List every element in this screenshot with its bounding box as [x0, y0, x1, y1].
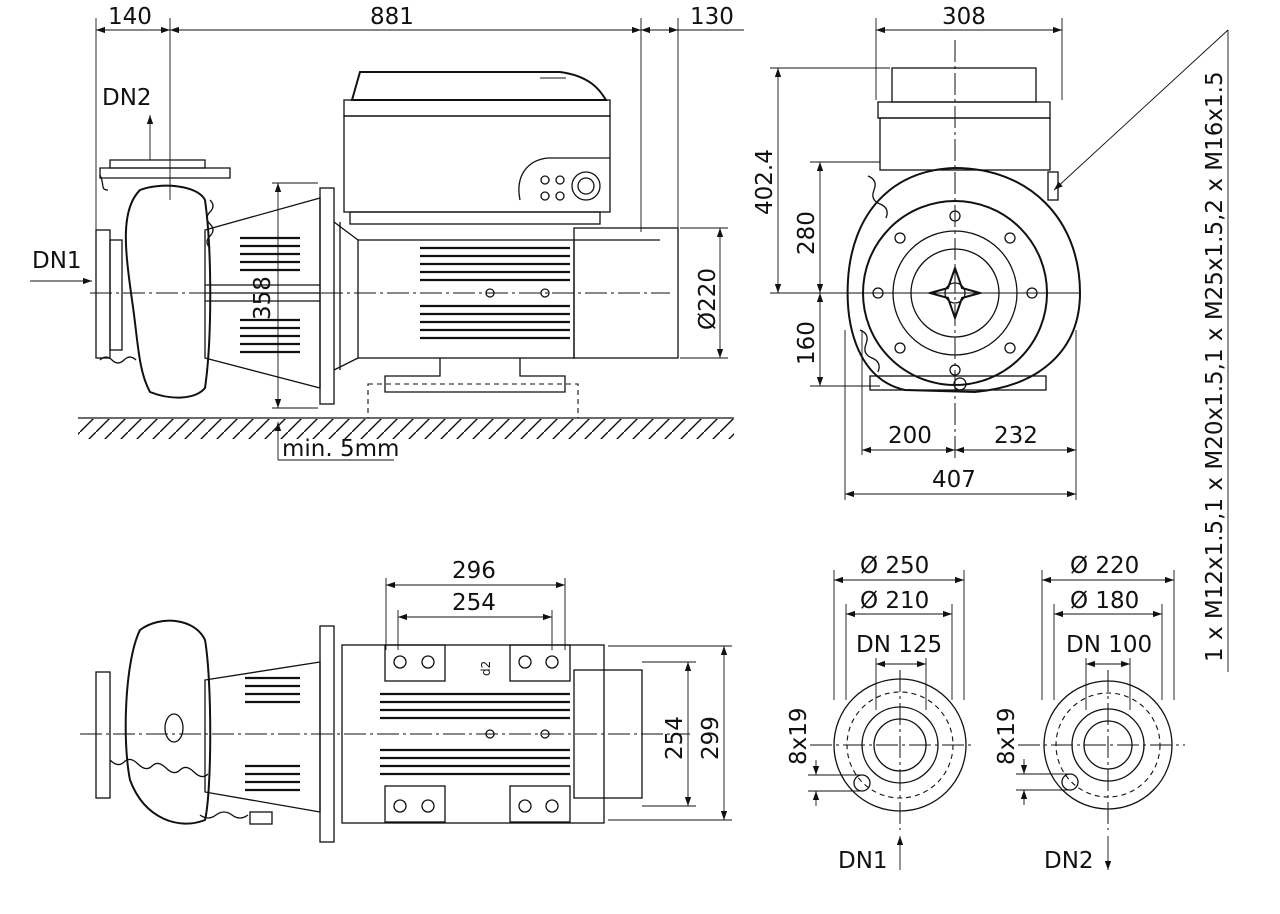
- dn2-nominal: DN 100: [1066, 632, 1152, 658]
- dn2-holes: 8x19: [994, 707, 1020, 765]
- dn1-holes: 8x19: [786, 707, 812, 765]
- side-view: 140 881 130 DN2 DN1: [30, 4, 744, 462]
- side-label-dn2: DN2: [102, 85, 152, 111]
- motor-body: [357, 239, 575, 359]
- dim-308: 308: [942, 4, 986, 30]
- dim-358: 358: [250, 276, 276, 320]
- top-lantern-fins: [245, 676, 300, 792]
- dn2-outer-diameter: Ø 220: [1070, 553, 1139, 579]
- top-foot-bolts: [393, 655, 559, 813]
- dim-min-gap: min. 5mm: [282, 436, 399, 462]
- motor-foot: [384, 358, 566, 393]
- volute-casing: [124, 184, 212, 399]
- dim-160: 160: [794, 321, 820, 365]
- top-view: 296 254: [80, 558, 732, 843]
- top-motor-fins: [380, 692, 570, 776]
- lantern-fins: [240, 236, 300, 354]
- dn2-bolt-circle: Ø 180: [1070, 588, 1139, 614]
- dim-299: 299: [698, 716, 724, 760]
- flange-dn2: Ø 220 Ø 180 DN 100 8x19 DN2: [994, 553, 1185, 874]
- front-volute: [846, 166, 1082, 394]
- dn1-nominal: DN 125: [856, 632, 942, 658]
- dim-254-top: 254: [452, 590, 496, 616]
- dim-130: 130: [690, 4, 734, 30]
- terminal-box: [343, 71, 611, 225]
- dn1-bolt-circle: Ø 210: [860, 588, 929, 614]
- motor-fins: [420, 246, 570, 340]
- fan-cover: [573, 227, 679, 359]
- top-volute: [124, 619, 212, 825]
- front-terminal-box: [891, 67, 1037, 103]
- side-label-dn1: DN1: [32, 248, 82, 274]
- cable-gland-note: 1 x M12x1.5,1 x M20x1.5,1 x M25x1.5,2 x …: [1202, 71, 1228, 662]
- dim-diameter-220: Ø220: [695, 268, 721, 330]
- front-view: 308 402.4 280 160: [752, 4, 1229, 672]
- top-fan-cover: [573, 669, 643, 799]
- dim-254-side: 254: [662, 716, 688, 760]
- side-length-dimensions: 140 881 130: [95, 4, 744, 232]
- dn1-label: DN1: [838, 848, 888, 874]
- dim-402-4: 402.4: [752, 149, 778, 215]
- dn2-label: DN2: [1044, 848, 1094, 874]
- dn1-outer-diameter: Ø 250: [860, 553, 929, 579]
- dim-407: 407: [932, 467, 976, 493]
- motor-flange: [319, 187, 335, 405]
- top-motor-body: [341, 644, 605, 824]
- front-bolt-holes: [872, 210, 1038, 376]
- suction-flange: [95, 229, 111, 359]
- flange-dn1: Ø 250 Ø 210 DN 125 8x19 DN1: [786, 553, 975, 874]
- dim-232: 232: [994, 423, 1038, 449]
- dim-280: 280: [794, 211, 820, 255]
- dim-881: 881: [370, 4, 414, 30]
- ground-hatch: [78, 417, 734, 439]
- dim-296: 296: [452, 558, 496, 584]
- dim-140: 140: [108, 4, 152, 30]
- label-d2: d2: [479, 661, 493, 676]
- dim-200: 200: [888, 423, 932, 449]
